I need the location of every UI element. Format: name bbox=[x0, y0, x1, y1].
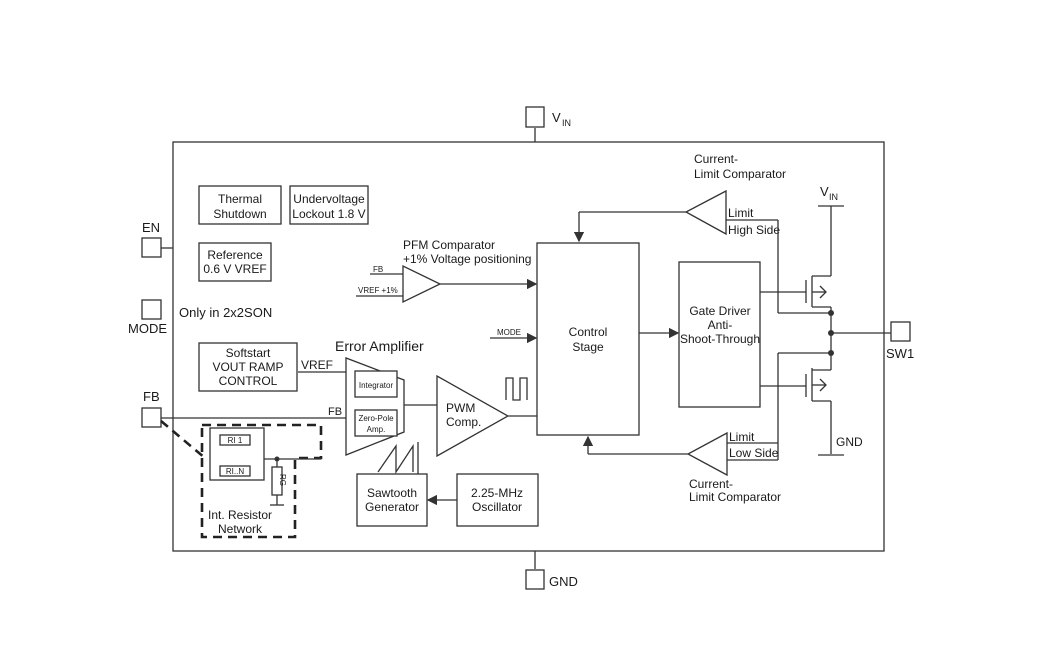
oscillator-block bbox=[456, 473, 539, 527]
svg-text:GND: GND bbox=[836, 435, 863, 449]
svg-text:Network: Network bbox=[218, 522, 263, 536]
pwm-comparator bbox=[436, 374, 510, 458]
current-limit-comparator-low bbox=[686, 431, 728, 477]
svg-text:VREF: VREF bbox=[301, 358, 333, 372]
svg-text:Reference: Reference bbox=[207, 248, 263, 262]
svg-text:RI 1: RI 1 bbox=[228, 436, 243, 445]
integrator-block bbox=[354, 370, 398, 398]
svg-text:Anti-: Anti- bbox=[708, 318, 733, 332]
svg-text:Stage: Stage bbox=[572, 340, 604, 354]
zero-pole-block bbox=[354, 409, 398, 437]
r1-resistor bbox=[219, 434, 251, 446]
sawtooth-waveform bbox=[377, 443, 414, 475]
softstart-block bbox=[198, 342, 298, 392]
svg-text:Integrator: Integrator bbox=[359, 381, 394, 390]
svg-text:Shutdown: Shutdown bbox=[213, 207, 266, 221]
reference-block bbox=[198, 242, 272, 282]
svg-text:Thermal: Thermal bbox=[218, 192, 262, 206]
gnd-pin-label: GND bbox=[549, 574, 578, 589]
control-stage-block bbox=[536, 242, 640, 436]
fb-pin-label: FB bbox=[143, 389, 160, 404]
svg-text:Limit: Limit bbox=[728, 206, 754, 220]
chip-outline bbox=[172, 141, 885, 552]
svg-text:Softstart: Softstart bbox=[226, 346, 271, 360]
gate-driver-block bbox=[678, 261, 761, 408]
error-amp-title: Error Amplifier bbox=[335, 338, 424, 354]
svg-text:Control: Control bbox=[569, 325, 608, 339]
pfm-subtitle: +1% Voltage positioning bbox=[403, 252, 531, 266]
svg-text:Sawtooth: Sawtooth bbox=[367, 486, 417, 500]
pfm-comparator bbox=[402, 264, 442, 304]
sw1-pin bbox=[890, 321, 911, 342]
svg-text:Lockout 1.8 V: Lockout 1.8 V bbox=[292, 207, 365, 221]
svg-text:Limit Comparator: Limit Comparator bbox=[694, 167, 786, 181]
svg-text:Generator: Generator bbox=[365, 500, 419, 514]
svg-text:2.25-MHz: 2.25-MHz bbox=[471, 486, 523, 500]
svg-text:Limit: Limit bbox=[729, 430, 755, 444]
svg-text:MODE: MODE bbox=[497, 328, 521, 337]
gnd-pin bbox=[525, 569, 545, 590]
resistor-network-outline bbox=[200, 423, 323, 539]
svg-text:Limit Comparator: Limit Comparator bbox=[689, 490, 781, 504]
rn-resistor bbox=[219, 465, 251, 477]
fb-pin bbox=[141, 407, 162, 428]
svg-text:Zero-Pole: Zero-Pole bbox=[358, 414, 394, 423]
svg-text:IN: IN bbox=[829, 192, 838, 202]
svg-text:V: V bbox=[820, 184, 829, 199]
vin-pin-sub: IN bbox=[562, 118, 571, 128]
uvlo-block bbox=[289, 185, 369, 225]
svg-text:RG: RG bbox=[278, 474, 287, 486]
en-pin bbox=[141, 237, 162, 258]
vin-pin bbox=[525, 106, 545, 128]
svg-text:Amp.: Amp. bbox=[367, 425, 386, 434]
svg-text:Int. Resistor: Int. Resistor bbox=[208, 508, 272, 522]
svg-text:PWM: PWM bbox=[446, 401, 475, 415]
thermal-shutdown-block bbox=[198, 185, 282, 225]
svg-text:Shoot-Through: Shoot-Through bbox=[680, 332, 760, 346]
en-pin-label: EN bbox=[142, 220, 160, 235]
mode-pin-label: MODE bbox=[128, 321, 167, 336]
svg-text:Undervoltage: Undervoltage bbox=[293, 192, 365, 206]
svg-text:0.6 V VREF: 0.6 V VREF bbox=[203, 262, 266, 276]
current-limit-comparator-high bbox=[684, 189, 727, 236]
vin-pin-label: V bbox=[552, 110, 561, 125]
mode-pin bbox=[141, 299, 162, 320]
svg-text:High Side: High Side bbox=[728, 223, 780, 237]
svg-text:Low Side: Low Side bbox=[729, 446, 779, 460]
svg-text:VREF +1%: VREF +1% bbox=[358, 286, 398, 295]
svg-text:FB: FB bbox=[373, 265, 383, 274]
mode-note: Only in 2x2SON bbox=[179, 305, 272, 320]
svg-text:RI..N: RI..N bbox=[226, 467, 244, 476]
svg-text:Oscillator: Oscillator bbox=[472, 500, 522, 514]
svg-text:VOUT RAMP: VOUT RAMP bbox=[212, 360, 283, 374]
fb-wire-label: FB bbox=[328, 406, 342, 418]
pwm-waveform bbox=[505, 377, 528, 401]
svg-text:Gate Driver: Gate Driver bbox=[689, 304, 750, 318]
svg-text:Current-: Current- bbox=[694, 152, 738, 166]
svg-text:Comp.: Comp. bbox=[446, 415, 481, 429]
svg-text:Current-: Current- bbox=[689, 477, 733, 491]
svg-text:CONTROL: CONTROL bbox=[219, 374, 278, 388]
pfm-title: PFM Comparator bbox=[403, 238, 495, 252]
sw1-pin-label: SW1 bbox=[886, 346, 914, 361]
